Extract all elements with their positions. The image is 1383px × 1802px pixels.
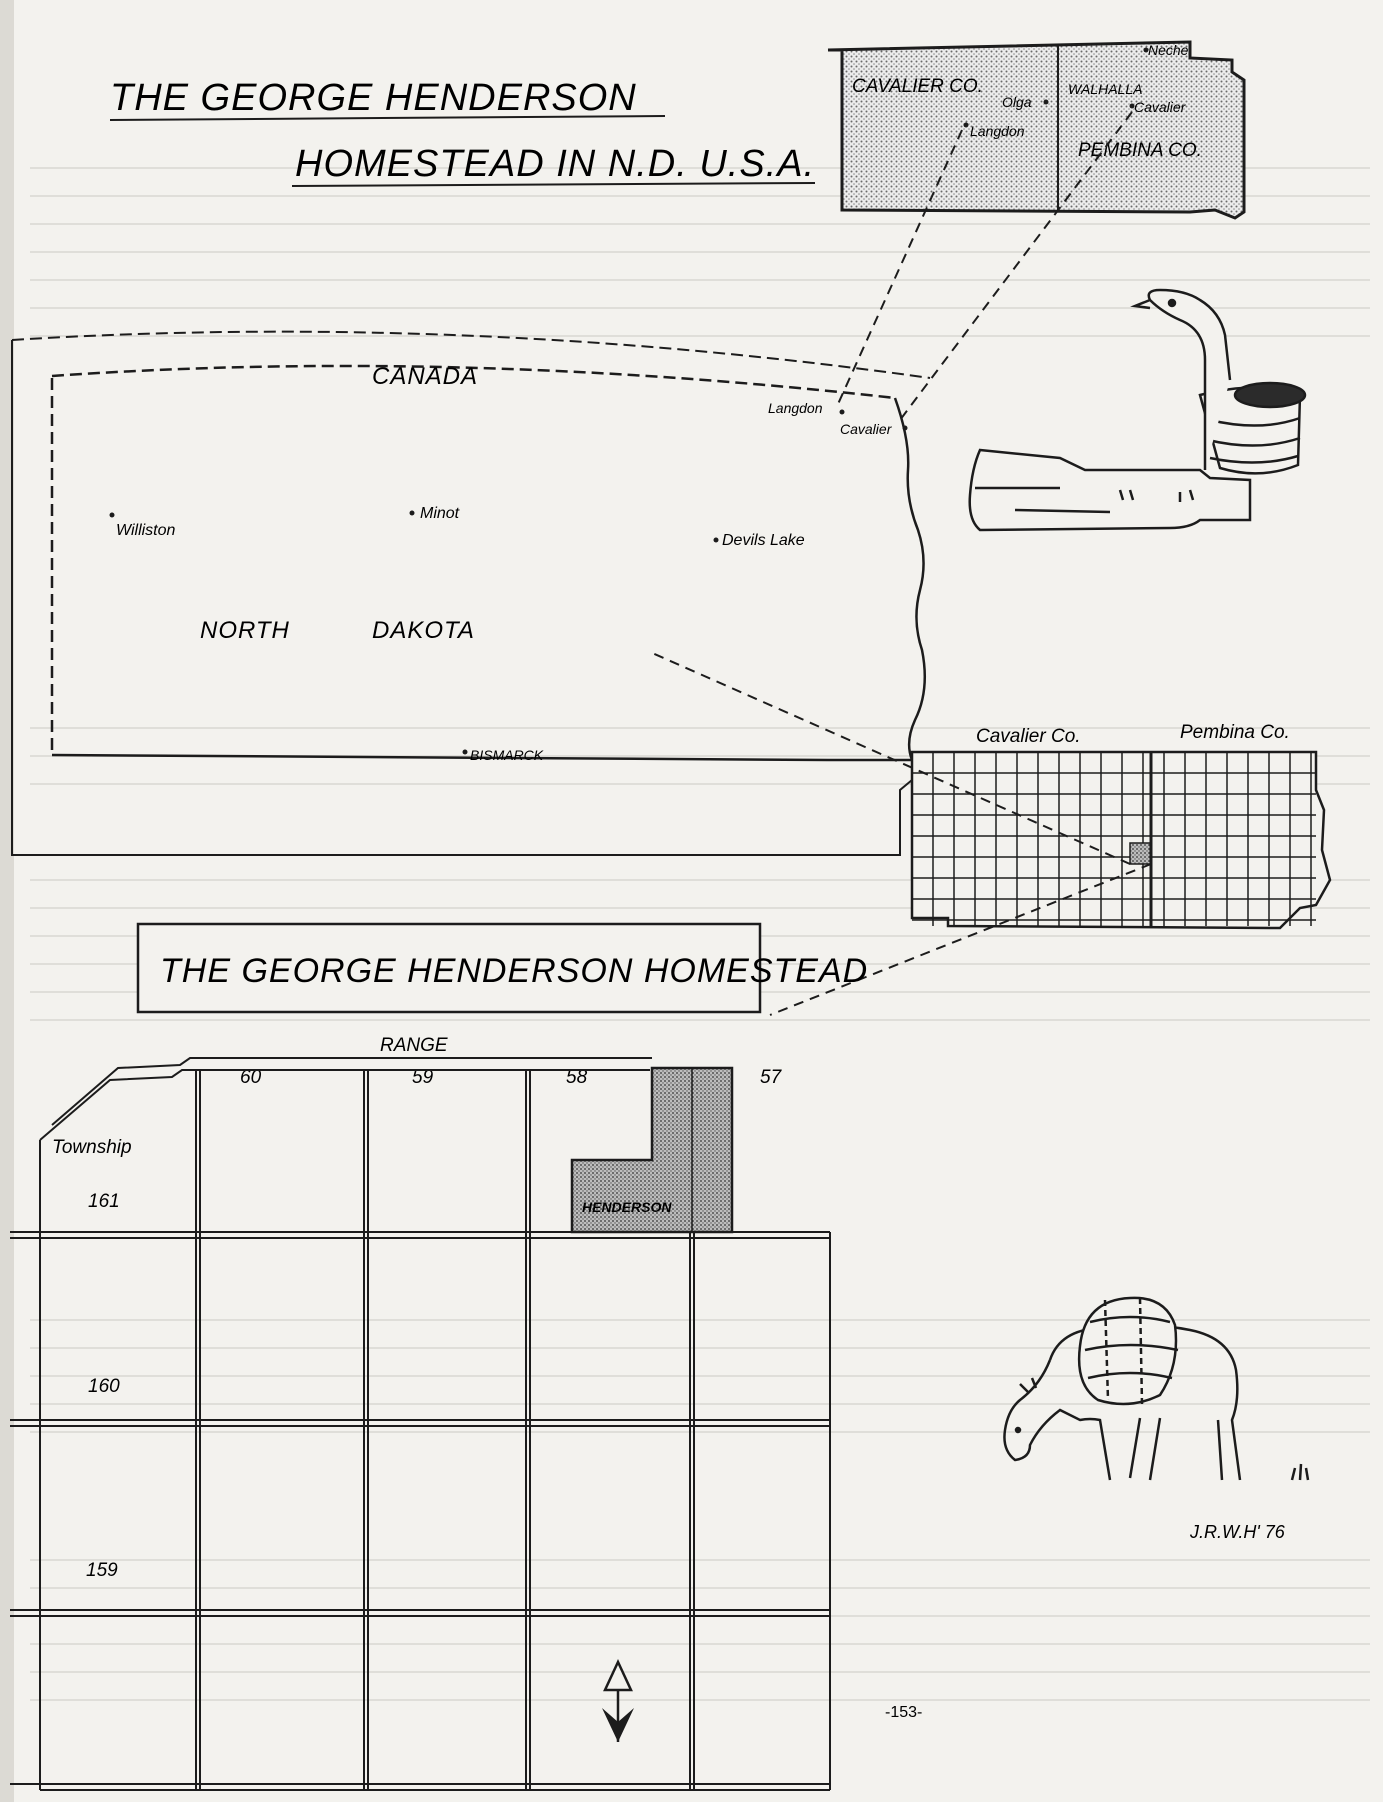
city-langdon: Langdon <box>768 400 823 416</box>
city-bismarck: BISMARCK <box>470 747 544 763</box>
inset-langdon: Langdon <box>970 123 1025 139</box>
title-line-1: THE GEORGE HENDERSON <box>110 77 637 119</box>
artist-signature: J.R.W.H' 76 <box>1189 1522 1286 1542</box>
inset-pembina-county: PEMBINA CO. <box>1078 140 1202 161</box>
county-grid-map: Cavalier Co. Pembina Co. <box>910 722 1332 930</box>
label-dakota: DAKOTA <box>372 617 475 644</box>
grid-cavalier-county: Cavalier Co. <box>976 726 1081 747</box>
city-cavalier: Cavalier <box>840 421 893 437</box>
bird-pipe-icon <box>968 288 1307 532</box>
inset-map-cavalier-pembina: CAVALIER CO. PEMBINA CO. WALHALLA Olga L… <box>827 40 1246 220</box>
township-range-map: RANGE 60 59 58 57 Township 161 160 159 <box>10 1035 831 1791</box>
grid-pembina-county: Pembina Co. <box>1180 722 1290 743</box>
range-60: 60 <box>240 1067 262 1088</box>
range-58: 58 <box>566 1067 588 1088</box>
north-arrow-icon <box>602 1659 634 1742</box>
city-minot: Minot <box>420 505 460 522</box>
inset-olga: Olga <box>1002 94 1032 110</box>
township-161: 161 <box>88 1191 120 1212</box>
range-59: 59 <box>412 1067 434 1088</box>
page-number: -153- <box>885 1704 922 1721</box>
label-north: NORTH <box>200 617 290 644</box>
township-160: 160 <box>88 1376 120 1397</box>
label-canada: CANADA <box>372 363 478 390</box>
homestead-heading-box: THE GEORGE HENDERSON HOMESTEAD <box>136 922 868 1014</box>
grid-leader-lines <box>649 651 1152 1016</box>
inset-walhalla: WALHALLA <box>1068 81 1142 97</box>
city-williston: Williston <box>116 522 176 539</box>
parcel-label: HENDERSON <box>582 1199 672 1215</box>
inset-cavalier-county: CAVALIER CO. <box>852 76 983 97</box>
binding-shadow <box>0 0 14 1802</box>
township-159: 159 <box>86 1560 118 1581</box>
title-block: THE GEORGE HENDERSON HOMESTEAD IN N.D. U… <box>109 77 816 187</box>
city-devils-lake: Devils Lake <box>722 532 805 549</box>
homestead-heading: THE GEORGE HENDERSON HOMESTEAD <box>160 952 868 990</box>
north-dakota-state-map: CANADA NORTH DAKOTA Williston Minot Devi… <box>11 330 931 856</box>
inset-cavalier-town: Cavalier <box>1134 99 1187 115</box>
ox-cart-icon <box>1003 1296 1310 1481</box>
inset-neche: Neche <box>1148 42 1189 58</box>
inset-leader-lines <box>837 111 1133 421</box>
title-line-2: HOMESTEAD IN N.D. U.S.A. <box>295 143 815 185</box>
range-label: RANGE <box>380 1035 448 1056</box>
range-57: 57 <box>760 1067 783 1088</box>
township-label: Township <box>52 1137 132 1158</box>
